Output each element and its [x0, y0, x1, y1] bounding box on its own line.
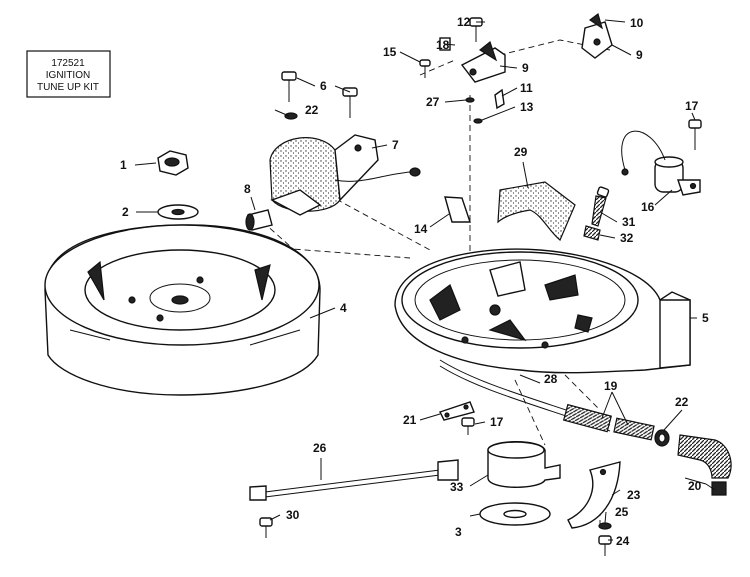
callout-4: 4 — [340, 301, 347, 315]
callout-32: 32 — [620, 231, 634, 245]
flywheel — [44, 224, 321, 396]
callout-28: 28 — [544, 372, 558, 386]
ground-lead — [249, 459, 459, 501]
kit-line-ignition: IGNITION — [46, 70, 90, 81]
callout-30: 30 — [286, 508, 300, 522]
callout-2: 2 — [122, 205, 129, 219]
leader-lines — [134, 19, 716, 541]
callout-12: 12 — [457, 15, 471, 29]
callout-33: 33 — [450, 480, 464, 494]
wire-sleeves — [613, 417, 655, 441]
callout-13: 13 — [520, 100, 534, 114]
kit-line-tune-up: TUNE UP KIT — [37, 82, 99, 93]
coil-lockwasher — [284, 112, 298, 120]
spring — [583, 225, 601, 241]
ground-screw — [259, 517, 273, 538]
callout-9-points: 9 — [522, 61, 529, 75]
kit-number: 172521 — [51, 58, 85, 69]
callout-22-grommet: 22 — [675, 395, 689, 409]
ignition-coil — [269, 134, 421, 216]
callout-3: 3 — [455, 525, 462, 539]
callout-31: 31 — [622, 215, 636, 229]
callout-17-plate: 17 — [490, 415, 504, 429]
callout-10: 10 — [630, 16, 644, 30]
callout-1: 1 — [120, 158, 127, 172]
flywheel-washer — [157, 204, 199, 220]
callout-24: 24 — [616, 534, 630, 548]
callout-14: 14 — [414, 222, 428, 236]
armature-plate — [394, 248, 691, 374]
tune-up-kit-box: 172521 IGNITION TUNE UP KIT — [26, 50, 111, 98]
callout-17-condenser: 17 — [685, 99, 699, 113]
callout-5: 5 — [702, 311, 709, 325]
callout-27: 27 — [426, 95, 440, 109]
condenser — [621, 130, 701, 196]
wire-harness — [439, 359, 613, 433]
plate-screw — [461, 417, 475, 435]
throttle-cam — [567, 461, 621, 529]
callout-15: 15 — [383, 45, 397, 59]
callout-23: 23 — [627, 488, 641, 502]
callout-21: 21 — [403, 413, 417, 427]
wire-clamp — [439, 401, 475, 421]
callout-19: 19 — [604, 379, 618, 393]
callout-7: 7 — [392, 138, 399, 152]
callout-9-set: 9 — [636, 48, 643, 62]
callout-6: 6 — [320, 79, 327, 93]
callout-8: 8 — [244, 182, 251, 196]
callout-29: 29 — [514, 145, 528, 159]
callout-26: 26 — [313, 441, 327, 455]
condenser-screw — [688, 119, 702, 150]
callout-18: 18 — [436, 38, 450, 52]
callout-11: 11 — [520, 81, 533, 95]
cam-washer — [598, 522, 612, 530]
callout-20: 20 — [688, 479, 702, 493]
callout-numbers: 1 2 3 4 5 6 7 8 9 9 10 11 12 13 14 15 16… — [120, 15, 709, 548]
felt-wiper — [497, 181, 576, 241]
cam-screw — [598, 535, 612, 556]
grommet — [654, 429, 670, 447]
breaker-points — [419, 12, 613, 124]
spring-screw — [591, 186, 610, 227]
callout-16: 16 — [641, 200, 655, 214]
callout-22-coil: 22 — [305, 103, 319, 117]
coil-connector — [245, 209, 273, 231]
large-washer — [479, 502, 551, 526]
retainer-band — [487, 441, 561, 488]
callout-25: 25 — [615, 505, 629, 519]
flywheel-nut — [157, 150, 189, 176]
spark-boot — [677, 434, 732, 496]
cam-wiper — [444, 196, 471, 223]
